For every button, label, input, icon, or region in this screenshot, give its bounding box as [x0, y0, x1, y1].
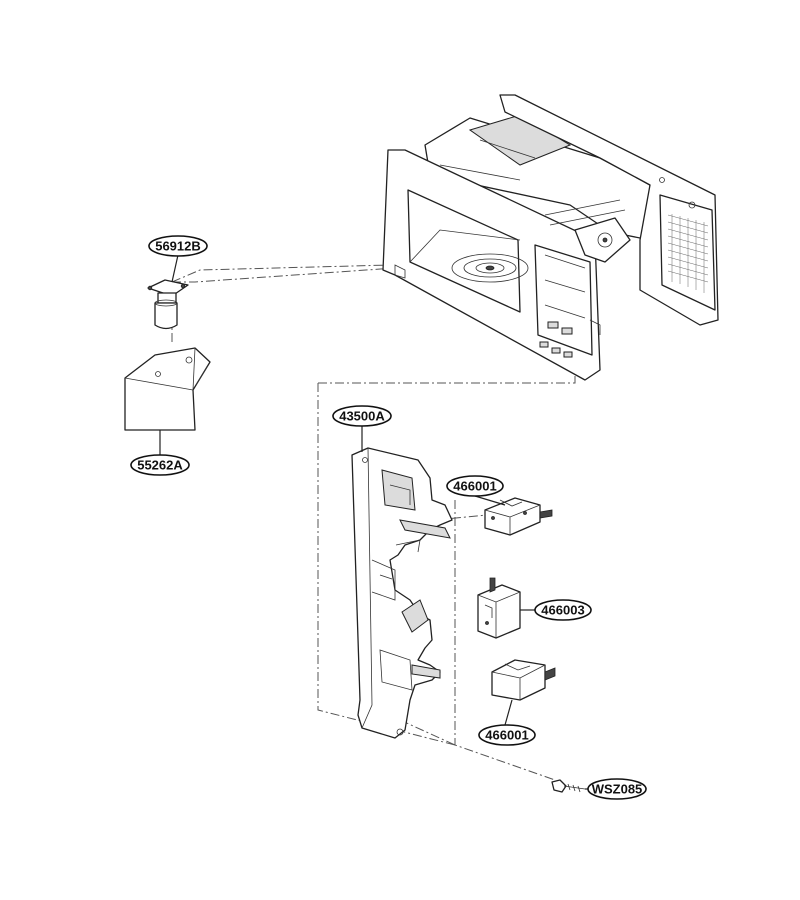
callout-466003: 466003: [534, 599, 592, 621]
bracket-part: [124, 347, 211, 431]
microwave-chassis: [382, 94, 719, 381]
part-number-label: 466001: [453, 479, 496, 494]
part-number-label: 56912B: [155, 239, 201, 254]
part-number-label: 466001: [485, 728, 528, 743]
part-number-label: 55262A: [137, 458, 183, 473]
callout-56912B: 56912B: [148, 235, 208, 257]
ventilation-grille: [667, 214, 709, 293]
callout-55262A: 55262A: [130, 454, 190, 476]
microswitch-part-bottom: [491, 659, 556, 701]
callout-connectors: [159, 254, 600, 790]
lamp-part: [147, 279, 189, 330]
callout-466001-top: 466001: [446, 475, 504, 497]
callout-WSZ085: WSZ085: [587, 778, 647, 800]
callout-43500A: 43500A: [332, 405, 392, 427]
part-number-label: WSZ085: [592, 782, 643, 797]
screw-part: [551, 779, 586, 793]
callout-466001-bottom: 466001: [478, 724, 536, 746]
latch-bracket-part: [351, 447, 453, 739]
part-number-label: 43500A: [339, 409, 385, 424]
microswitch-part-middle: [477, 577, 521, 639]
microswitch-part-top: [484, 497, 553, 536]
part-number-label: 466003: [541, 603, 584, 618]
